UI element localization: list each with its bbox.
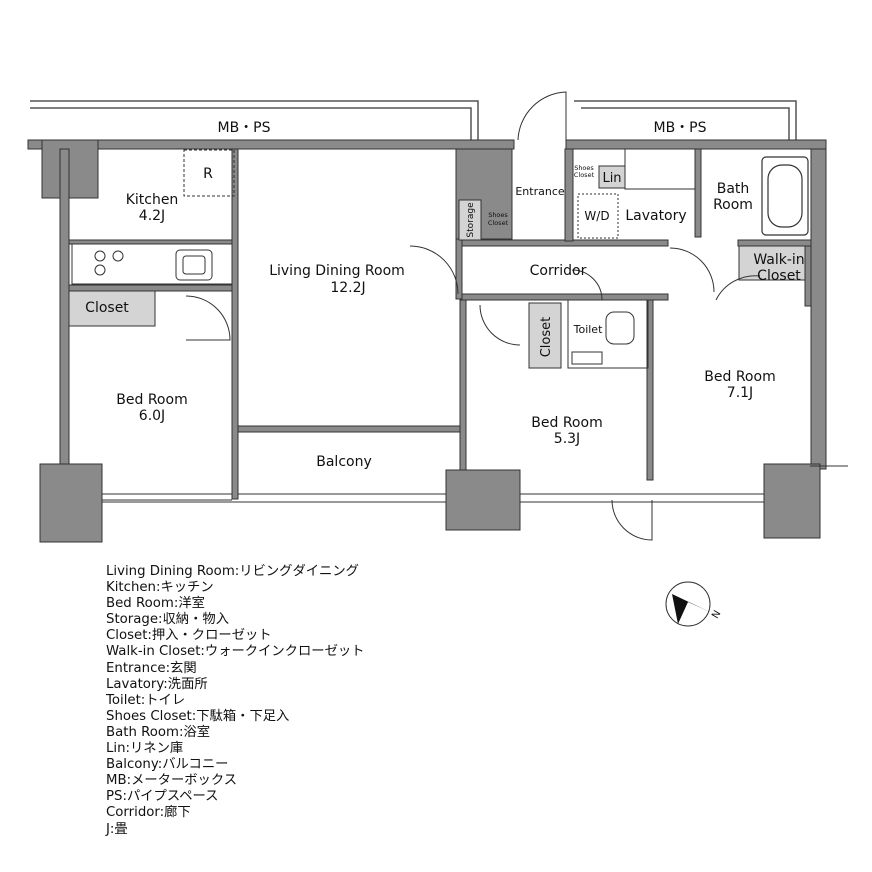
label-bath-b: Room xyxy=(713,197,753,213)
label-bed1: Bed Room xyxy=(116,392,187,408)
label-kitchen-size: 4.2J xyxy=(139,208,165,224)
legend-item: Entrance:玄関 xyxy=(106,660,197,676)
label-shoes-2a: Shoes xyxy=(488,211,508,219)
stove-burners xyxy=(94,250,124,276)
label-mbps-right: MB・PS xyxy=(653,120,706,136)
legend-item: Corridor:廊下 xyxy=(106,805,191,821)
label-ldr-size: 12.2J xyxy=(330,280,365,296)
fixtures xyxy=(567,148,696,369)
bath-tub xyxy=(761,156,809,236)
label-shoes-1a: Shoes xyxy=(574,164,594,172)
label-storage: Storage xyxy=(466,202,476,238)
legend-item: Bath Room:浴室 xyxy=(106,724,211,740)
legend-item: PS:パイプスペース xyxy=(106,789,219,805)
label-bed2: Bed Room xyxy=(531,415,602,431)
label-walkin-b: Closet xyxy=(757,268,801,284)
legend-item: Balcony:バルコニー xyxy=(106,757,229,773)
label-walkin-a: Walk-in xyxy=(753,252,804,268)
kitchen-counter xyxy=(71,149,235,285)
legend-item: Lin:リネン庫 xyxy=(106,741,184,757)
label-ldr: Living Dining Room xyxy=(269,263,405,279)
legend-item: MB:メーターボックス xyxy=(106,773,238,789)
legend-item: Bed Room:洋室 xyxy=(106,596,205,612)
compass-needle-icon xyxy=(672,594,710,624)
label-mbps-left: MB・PS xyxy=(217,120,270,136)
label-lin: Lin xyxy=(602,171,621,186)
label-entrance: Entrance xyxy=(515,185,565,198)
label-r: R xyxy=(203,166,213,182)
label-bed3: Bed Room xyxy=(704,369,775,385)
windows xyxy=(102,425,848,503)
label-bed1-size: 6.0J xyxy=(139,408,165,424)
legend-item: Living Dining Room:リビングダイニング xyxy=(106,564,359,579)
room-labels: MB・PS MB・PS R Kitchen 4.2J Living Dining… xyxy=(85,120,804,470)
label-bed3-size: 7.1J xyxy=(727,385,753,401)
label-lavatory: Lavatory xyxy=(625,208,686,224)
legend: Living Dining Room:リビングダイニング Kitchen:キッチ… xyxy=(106,564,364,838)
label-closet-mid: Closet xyxy=(539,317,554,358)
mbps-outlines xyxy=(30,100,797,140)
label-wd: W/D xyxy=(584,209,609,223)
label-bed2-size: 5.3J xyxy=(554,431,580,447)
compass-label: N xyxy=(710,609,723,621)
legend-item: Closet:押入・クローゼット xyxy=(106,628,272,644)
label-shoes-1b: Closet xyxy=(574,171,595,179)
legend-item: Shoes Closet:下駄箱・下足入 xyxy=(106,708,290,724)
label-closet-left: Closet xyxy=(85,300,129,316)
legend-item: Lavatory:洗面所 xyxy=(106,676,208,692)
floor-plan: MB・PS MB・PS R Kitchen 4.2J Living Dining… xyxy=(27,91,848,543)
closet-fills xyxy=(68,165,806,369)
label-balcony: Balcony xyxy=(316,454,372,470)
label-toilet: Toilet xyxy=(573,323,603,336)
legend-item: Walk-in Closet:ウォークインクローゼット xyxy=(106,644,365,660)
legend-item: J:畳 xyxy=(106,821,128,837)
label-kitchen: Kitchen xyxy=(126,192,179,208)
legend-item: Toilet:トイレ xyxy=(106,692,186,708)
north-compass: N xyxy=(665,581,723,627)
label-corridor: Corridor xyxy=(530,263,587,279)
legend-item: Kitchen:キッチン xyxy=(106,580,214,596)
legend-item: Storage:収納・物入 xyxy=(106,612,229,628)
label-shoes-2b: Closet xyxy=(488,219,509,227)
door-swings xyxy=(185,91,761,541)
label-bath-a: Bath xyxy=(717,181,750,197)
